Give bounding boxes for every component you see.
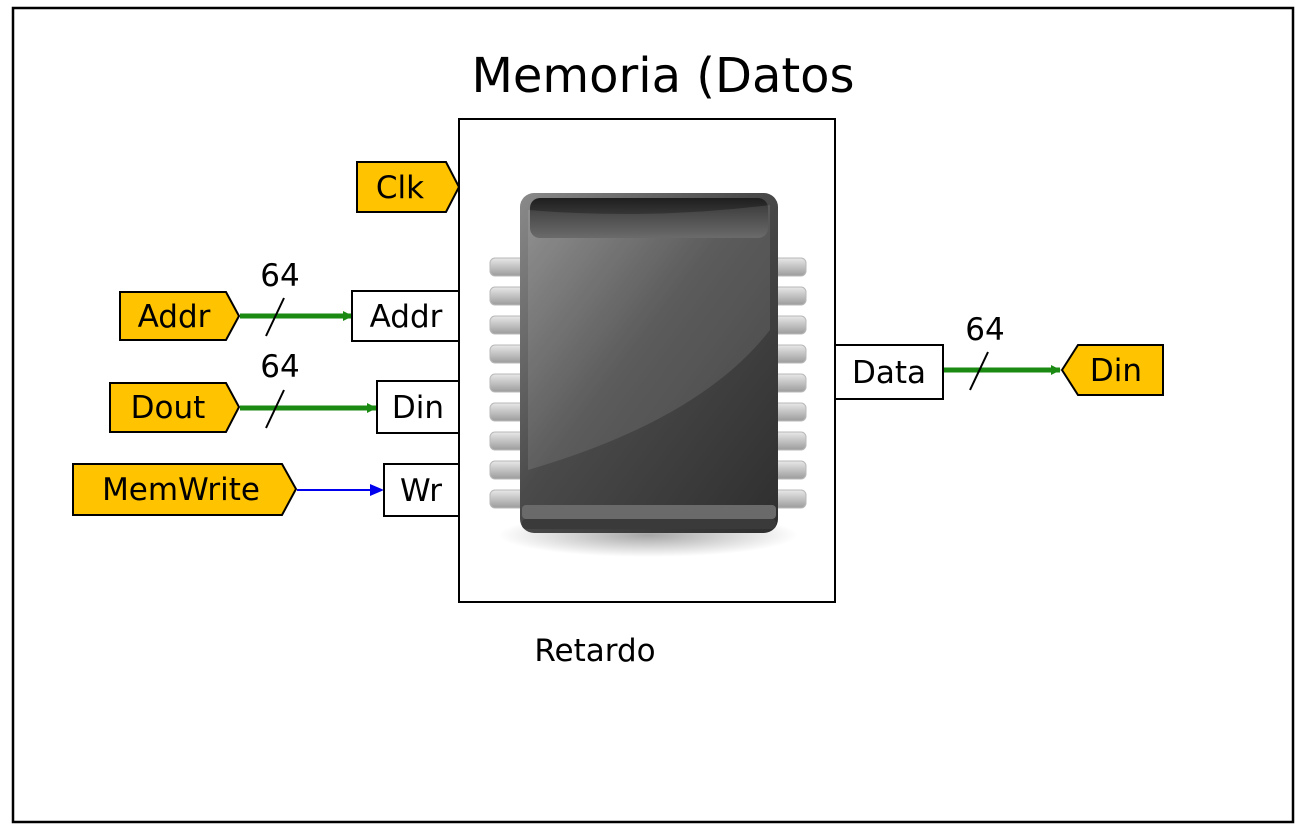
addr-input-tag[interactable]: Addr: [119, 291, 241, 341]
dout-input-tag[interactable]: Dout: [109, 382, 241, 433]
data-bus-slash: [969, 351, 989, 391]
wr-pin-label: Wr: [400, 473, 442, 509]
din-pin[interactable]: [376, 380, 460, 434]
diagram-title: Memoria (Datos: [471, 48, 854, 104]
dout-bus-width: 64: [260, 349, 299, 385]
addr-bus-slash: [265, 297, 285, 337]
clk-tag-label: Clk: [376, 170, 424, 206]
addr-pin-label: Addr: [370, 299, 443, 335]
memory-chip-icon: [489, 193, 807, 557]
din-output-tag-label: Din: [1090, 353, 1142, 389]
din-output-tag[interactable]: Din: [1060, 344, 1164, 396]
addr-input-tag-label: Addr: [138, 299, 211, 335]
data-bus-width: 64: [965, 312, 1004, 348]
addr-pin[interactable]: [351, 290, 460, 342]
data-pin[interactable]: [834, 344, 944, 400]
addr-bus-width: 64: [260, 258, 299, 294]
memwrite-tag[interactable]: MemWrite: [72, 463, 298, 516]
memwrite-tag-label: MemWrite: [102, 472, 260, 508]
data-pin-label: Data: [852, 355, 926, 391]
wr-pin[interactable]: [383, 463, 460, 517]
dout-bus-slash: [265, 389, 285, 429]
block-caption: Retardo: [534, 633, 655, 669]
clk-tag[interactable]: Clk: [356, 161, 461, 213]
din-pin-label: Din: [392, 390, 444, 426]
dout-input-tag-label: Dout: [131, 390, 206, 426]
memwrite-wire-arrow: [370, 484, 384, 496]
